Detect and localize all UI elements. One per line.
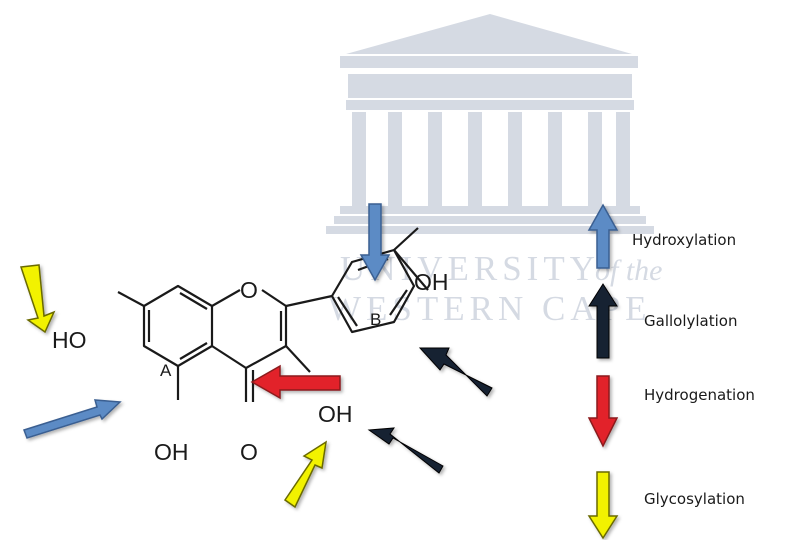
atom-oh-3: OH <box>318 401 353 427</box>
ring-b-label: B <box>370 310 381 329</box>
arrow-glycosylation-ho <box>19 264 56 334</box>
arrow-hydroxylation-ring-a <box>23 399 122 439</box>
legend-label-gallolylation: Gallolylation <box>644 312 737 330</box>
atom-ho-left: HO <box>52 327 87 353</box>
legend-label-glycosylation: Glycosylation <box>644 490 745 508</box>
arrow-glycosylation-oh-3 <box>283 440 327 509</box>
arrow-hydrogenation-c2c3 <box>250 364 341 400</box>
arrow-gallolylation-ring-b <box>418 347 493 397</box>
legend-arrow-gallolylation <box>588 283 618 359</box>
arrow-hydroxylation-ring-b <box>359 203 391 282</box>
atom-oh-top: OH <box>414 269 449 295</box>
university-building-watermark <box>326 14 654 234</box>
atom-o-carbonyl: O <box>240 439 258 465</box>
legend-label-hydrogenation: Hydrogenation <box>644 386 755 404</box>
atom-o-ring: O <box>240 277 258 303</box>
watermark-western-cape: WESTERN CAPE <box>328 289 651 328</box>
legend-arrow-hydrogenation <box>587 375 619 448</box>
arrow-gallolylation-oh-3 <box>367 427 444 474</box>
legend-label-hydroxylation: Hydroxylation <box>632 231 736 249</box>
legend-arrow-hydroxylation <box>587 203 619 269</box>
atom-oh-bottom: OH <box>154 439 189 465</box>
legend-arrow-glycosylation <box>587 471 619 540</box>
ring-a-label: A <box>160 361 172 380</box>
